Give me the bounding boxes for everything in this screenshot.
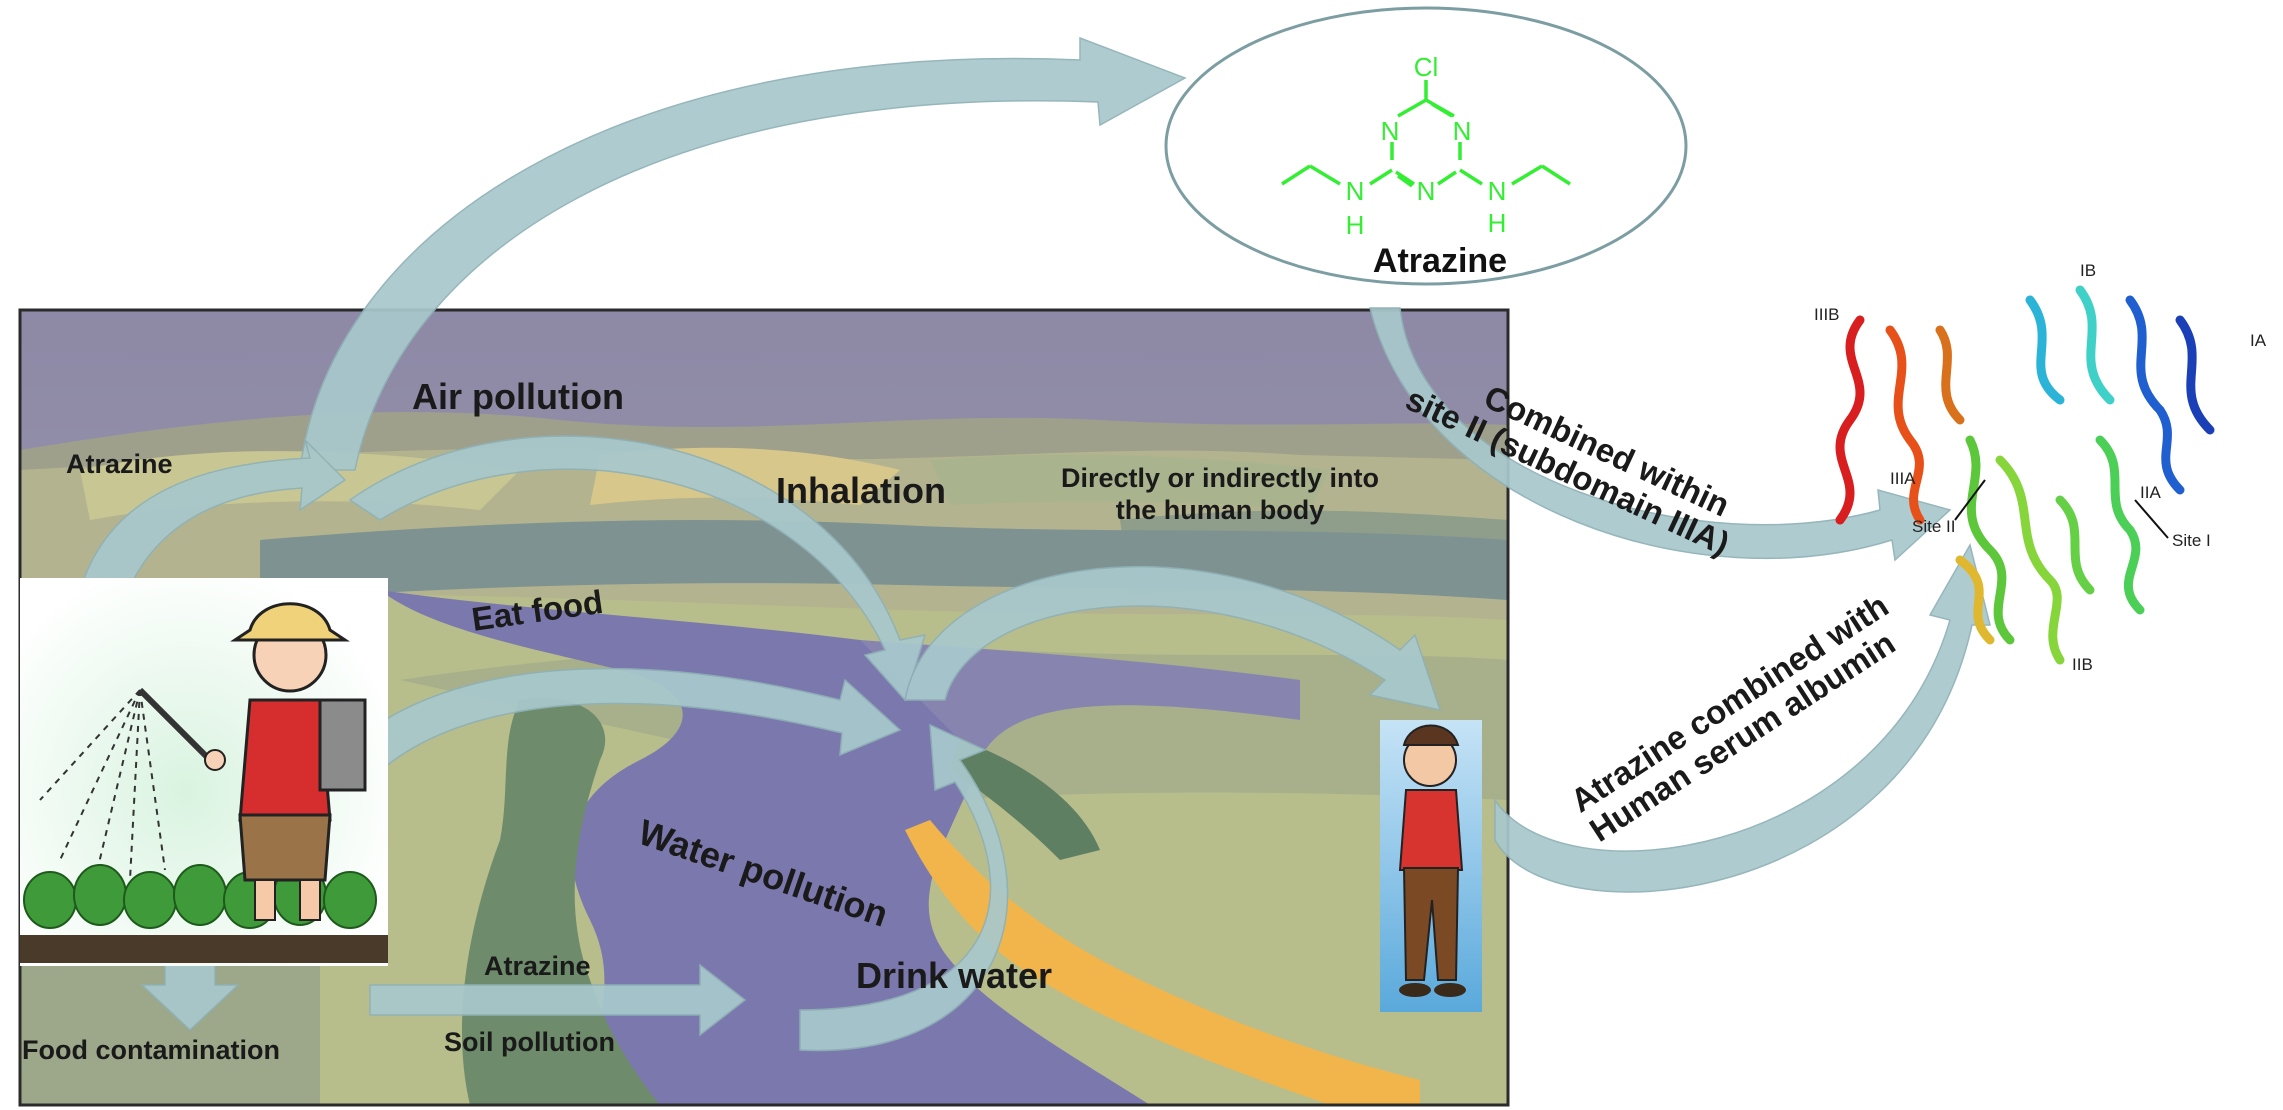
domain-label-iiia: IIIA xyxy=(1890,469,1916,488)
label-atrazine-air: Atrazine xyxy=(66,449,173,479)
label-inhalation: Inhalation xyxy=(776,470,946,511)
arrow-to-molecule xyxy=(299,36,1187,471)
label-drink-water: Drink water xyxy=(856,955,1053,996)
arrow-human-to-protein xyxy=(1494,543,1991,893)
domain-label-iia: IIA xyxy=(2140,483,2161,502)
arrow-into-body xyxy=(904,566,1442,712)
atom-n-amine-right: N xyxy=(1488,176,1507,206)
domain-label-ib: IB xyxy=(2080,261,2096,280)
atom-n-right: N xyxy=(1453,116,1472,146)
label-air-pollution: Air pollution xyxy=(412,376,624,417)
flow-arrows xyxy=(68,36,1991,1052)
atom-h-left: H xyxy=(1346,210,1365,240)
label-food-contamination: Food contamination xyxy=(22,1035,280,1065)
label-atrazine-soil: Atrazine xyxy=(484,951,591,981)
human-illustration xyxy=(1380,720,1482,1012)
molecule-ellipse xyxy=(1164,6,1688,286)
label-directly-into-body: Directly or indirectly into the human bo… xyxy=(1020,464,1420,525)
molecule-name: Atrazine xyxy=(1373,242,1507,280)
site-label-i: Site I xyxy=(2172,531,2211,550)
atom-cl: Cl xyxy=(1414,52,1439,82)
atom-n-left: N xyxy=(1381,116,1400,146)
arrow-soil-pollution xyxy=(369,963,747,1037)
label-directly-line1: Directly or indirectly into xyxy=(1060,463,1380,493)
domain-label-ia: IA xyxy=(2250,331,2267,350)
site-label-ii: Site II xyxy=(1912,517,1955,536)
atrazine-molecule-panel: Cl N N N N H N H Atrazine xyxy=(1164,6,1688,286)
atom-n-amine-left: N xyxy=(1346,176,1365,206)
human-serum-albumin-structure: IIIB IB IA IIIA IIA IIB Site II Site I xyxy=(1814,261,2267,674)
label-directly-line2: the human body xyxy=(1115,495,1325,526)
atom-n-bottom: N xyxy=(1417,176,1436,206)
domain-label-iib: IIB xyxy=(2072,655,2093,674)
atom-h-right: H xyxy=(1488,208,1507,238)
farmer-illustration xyxy=(20,578,388,966)
arrow-drink-water xyxy=(799,723,1009,1052)
arrow-molecule-to-protein xyxy=(1369,307,1952,562)
atrazine-structure xyxy=(1281,80,1571,188)
domain-label-iiib: IIIB xyxy=(1814,305,1840,324)
label-soil-pollution: Soil pollution xyxy=(444,1027,615,1057)
